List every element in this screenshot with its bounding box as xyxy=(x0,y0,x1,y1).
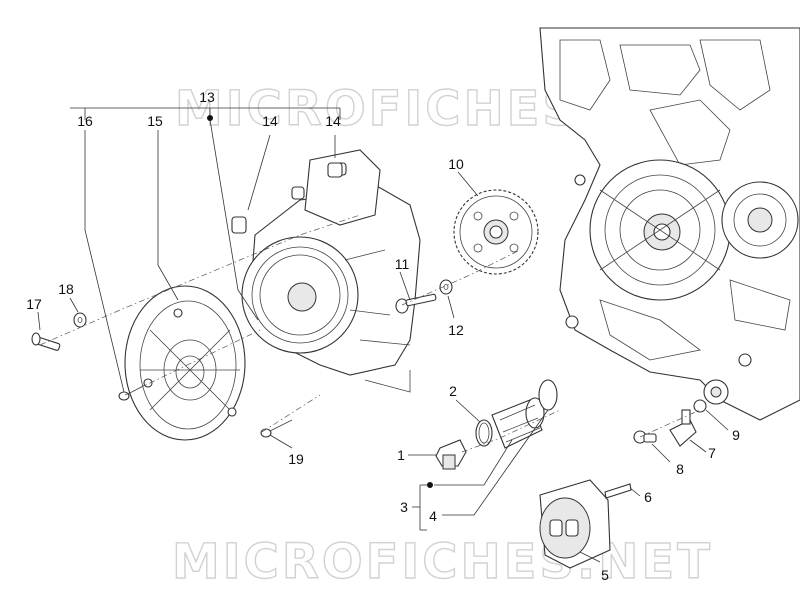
washer-18 xyxy=(73,312,87,328)
pin-14-left xyxy=(231,216,247,234)
callout-11: 11 xyxy=(395,256,410,272)
callout-18: 18 xyxy=(58,281,74,297)
callout-8: 8 xyxy=(676,461,684,477)
callout-1: 1 xyxy=(397,447,405,463)
stator-housing xyxy=(241,149,421,393)
washer-12 xyxy=(439,279,453,295)
o-ring-2 xyxy=(475,419,493,447)
callout-2: 2 xyxy=(449,383,457,399)
callout-6: 6 xyxy=(644,489,652,505)
callout-14-left: 14 xyxy=(262,113,278,129)
assembly-axis xyxy=(39,214,701,453)
callout-4: 4 xyxy=(429,508,437,524)
callout-3: 3 xyxy=(400,499,408,515)
callout-19: 19 xyxy=(288,451,304,467)
watermark-bottom: MICROFICHES.NET xyxy=(172,534,713,590)
callout-16: 16 xyxy=(77,113,93,129)
callout-12: 12 xyxy=(448,322,464,338)
screw-17 xyxy=(31,332,61,351)
plug-8 xyxy=(633,430,657,444)
drain-plug-1 xyxy=(435,439,467,470)
sprocket-gear xyxy=(453,189,539,275)
screw-19 xyxy=(260,419,293,438)
bullet-13 xyxy=(207,115,213,121)
callout-9: 9 xyxy=(732,427,740,443)
callout-labels: 13 16 15 14 14 10 11 12 18 17 19 2 1 3 4… xyxy=(26,89,740,583)
callout-10: 10 xyxy=(448,156,464,172)
pin-14-right xyxy=(327,162,343,178)
leader-lines xyxy=(37,107,729,563)
callout-17: 17 xyxy=(26,296,42,312)
flywheel-cover xyxy=(124,285,246,441)
callout-14-right: 14 xyxy=(325,113,341,129)
bullet-3 xyxy=(427,482,433,488)
engine-crankcase xyxy=(539,27,800,421)
callout-7: 7 xyxy=(708,445,716,461)
oil-filter-5 xyxy=(539,479,611,569)
filter-mesh xyxy=(491,397,545,449)
callout-15: 15 xyxy=(147,113,163,129)
callout-5: 5 xyxy=(601,567,609,583)
sensor-7 xyxy=(669,409,697,447)
washer-9 xyxy=(693,399,707,413)
callout-13: 13 xyxy=(199,89,215,105)
o-ring-filter xyxy=(538,379,558,411)
rod-6 xyxy=(604,483,632,499)
